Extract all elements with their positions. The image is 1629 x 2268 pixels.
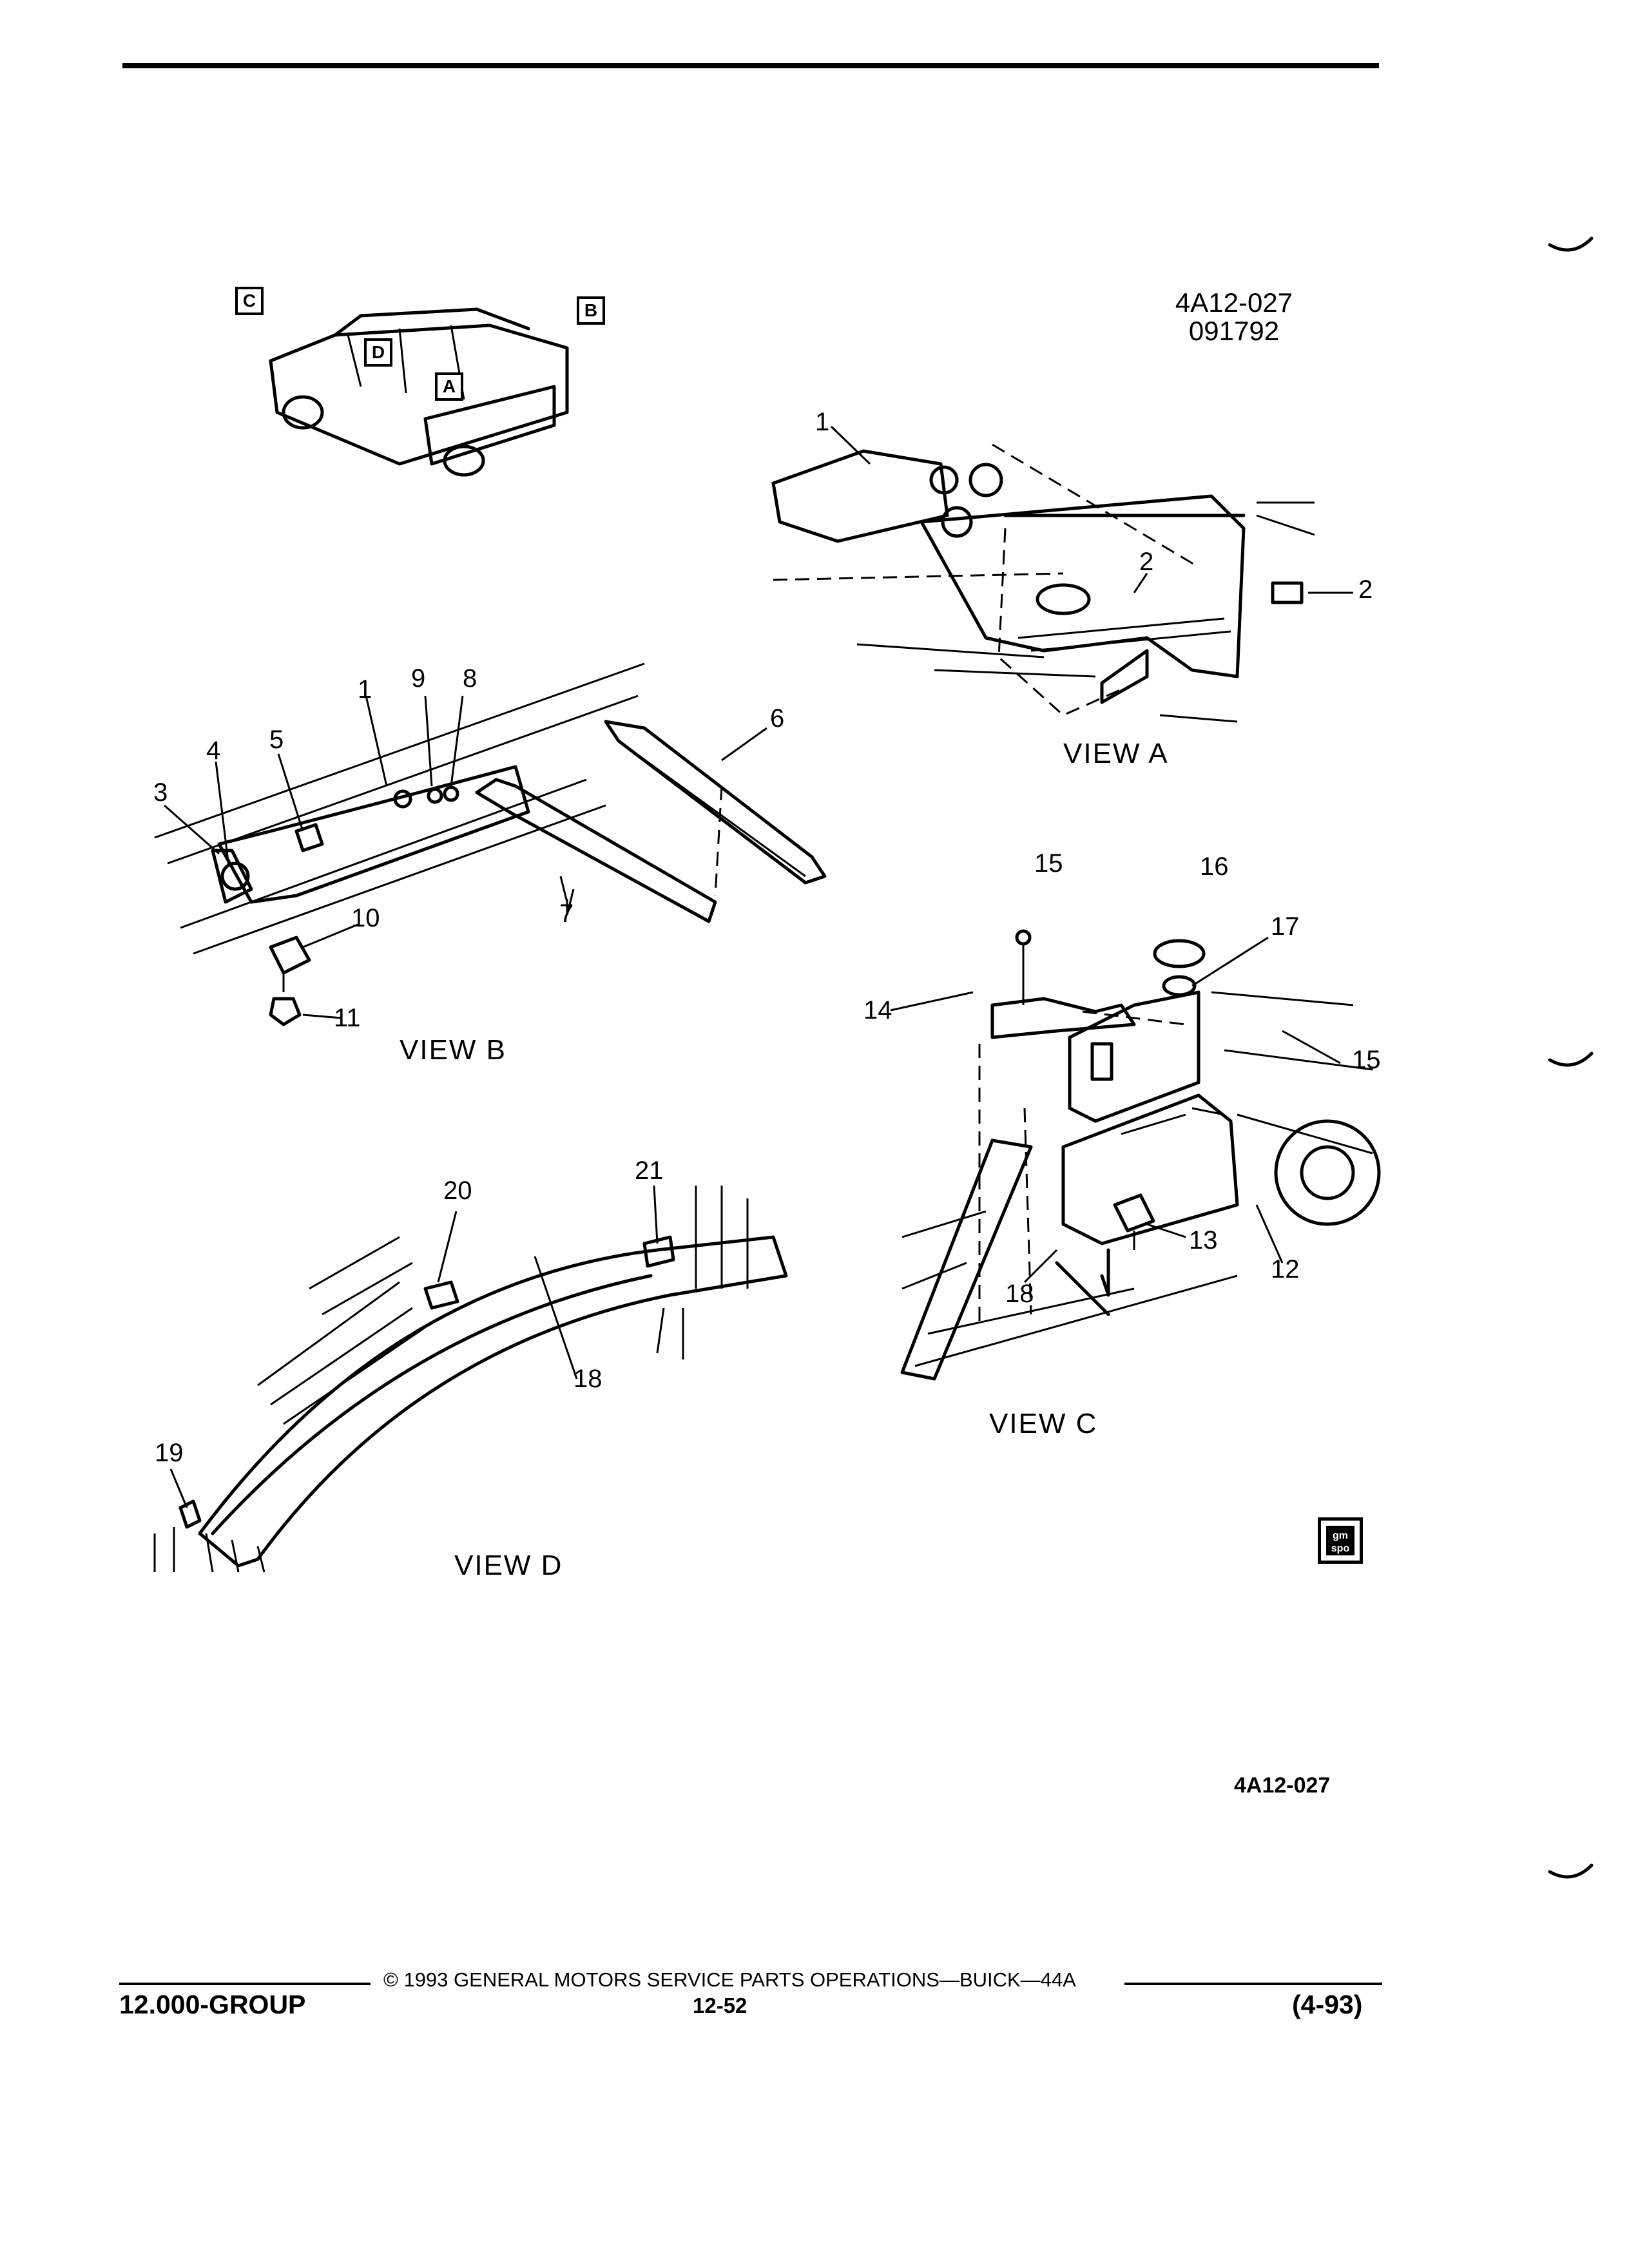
- callout-d-19: 19: [155, 1439, 184, 1467]
- view-d-title: VIEW D: [454, 1550, 563, 1581]
- callout-b-10: 10: [351, 904, 380, 932]
- footer-group: 12.000-GROUP: [119, 1990, 306, 2019]
- footer-date: (4-93): [1292, 1990, 1363, 2019]
- callout-a-1: 1: [815, 408, 830, 436]
- top-rule: [122, 63, 1379, 68]
- figure-code: 4A12-027: [1175, 287, 1293, 318]
- view-c-drawing: [890, 929, 1381, 1381]
- gm-spo-logo: gm spo: [1318, 1517, 1363, 1564]
- callout-d-21: 21: [635, 1157, 664, 1185]
- footer-page-number: 12-52: [693, 1994, 747, 2017]
- callout-d-18: 18: [574, 1365, 602, 1393]
- logo-badge-inner: gm spo: [1326, 1526, 1354, 1555]
- bottom-figure-code: 4A12-027: [1234, 1773, 1331, 1798]
- view-c-title: VIEW C: [989, 1408, 1098, 1439]
- callout-b-8: 8: [463, 664, 477, 693]
- figure-date: 091792: [1188, 316, 1280, 347]
- callout-c-15: 15: [1034, 849, 1063, 878]
- callout-b-9: 9: [411, 664, 426, 693]
- locator-arrow-b: B: [577, 296, 605, 325]
- callout-b-4: 4: [206, 736, 221, 765]
- callout-b-1: 1: [358, 675, 372, 704]
- footer-copyright: © 1993 GENERAL MOTORS SERVICE PARTS OPER…: [383, 1968, 1076, 1991]
- callout-c-18: 18: [1005, 1280, 1034, 1308]
- callout-a-2: 2: [1139, 548, 1154, 576]
- view-a-title: VIEW A: [1063, 738, 1169, 769]
- view-b-drawing: [154, 662, 827, 1026]
- footer-rule-right: [1124, 1983, 1382, 1985]
- callout-c-14: 14: [863, 996, 892, 1024]
- callout-b-6: 6: [770, 704, 785, 733]
- callout-b-3: 3: [153, 778, 168, 807]
- callout-a-2b: 2: [1358, 575, 1373, 604]
- callout-b-11: 11: [334, 1004, 361, 1032]
- view-b-title: VIEW B: [400, 1034, 507, 1066]
- locator-arrow-c: C: [235, 287, 264, 315]
- callout-d-20: 20: [443, 1177, 472, 1205]
- callout-c-17: 17: [1271, 912, 1300, 941]
- callout-b-5: 5: [269, 726, 284, 754]
- view-a-drawing: [771, 425, 1353, 723]
- callout-c-16: 16: [1200, 852, 1229, 881]
- callout-c-15b: 15: [1352, 1046, 1381, 1074]
- callout-c-13: 13: [1189, 1226, 1218, 1254]
- figure-code-block: 4A12-027 091792: [1153, 287, 1315, 347]
- locator-arrow-a: A: [435, 372, 463, 401]
- callout-b-7: 7: [559, 899, 574, 928]
- footer-rule-left: [119, 1983, 371, 1985]
- callout-c-12: 12: [1271, 1255, 1300, 1283]
- locator-arrow-d: D: [364, 338, 392, 367]
- view-d-drawing: [153, 1185, 788, 1573]
